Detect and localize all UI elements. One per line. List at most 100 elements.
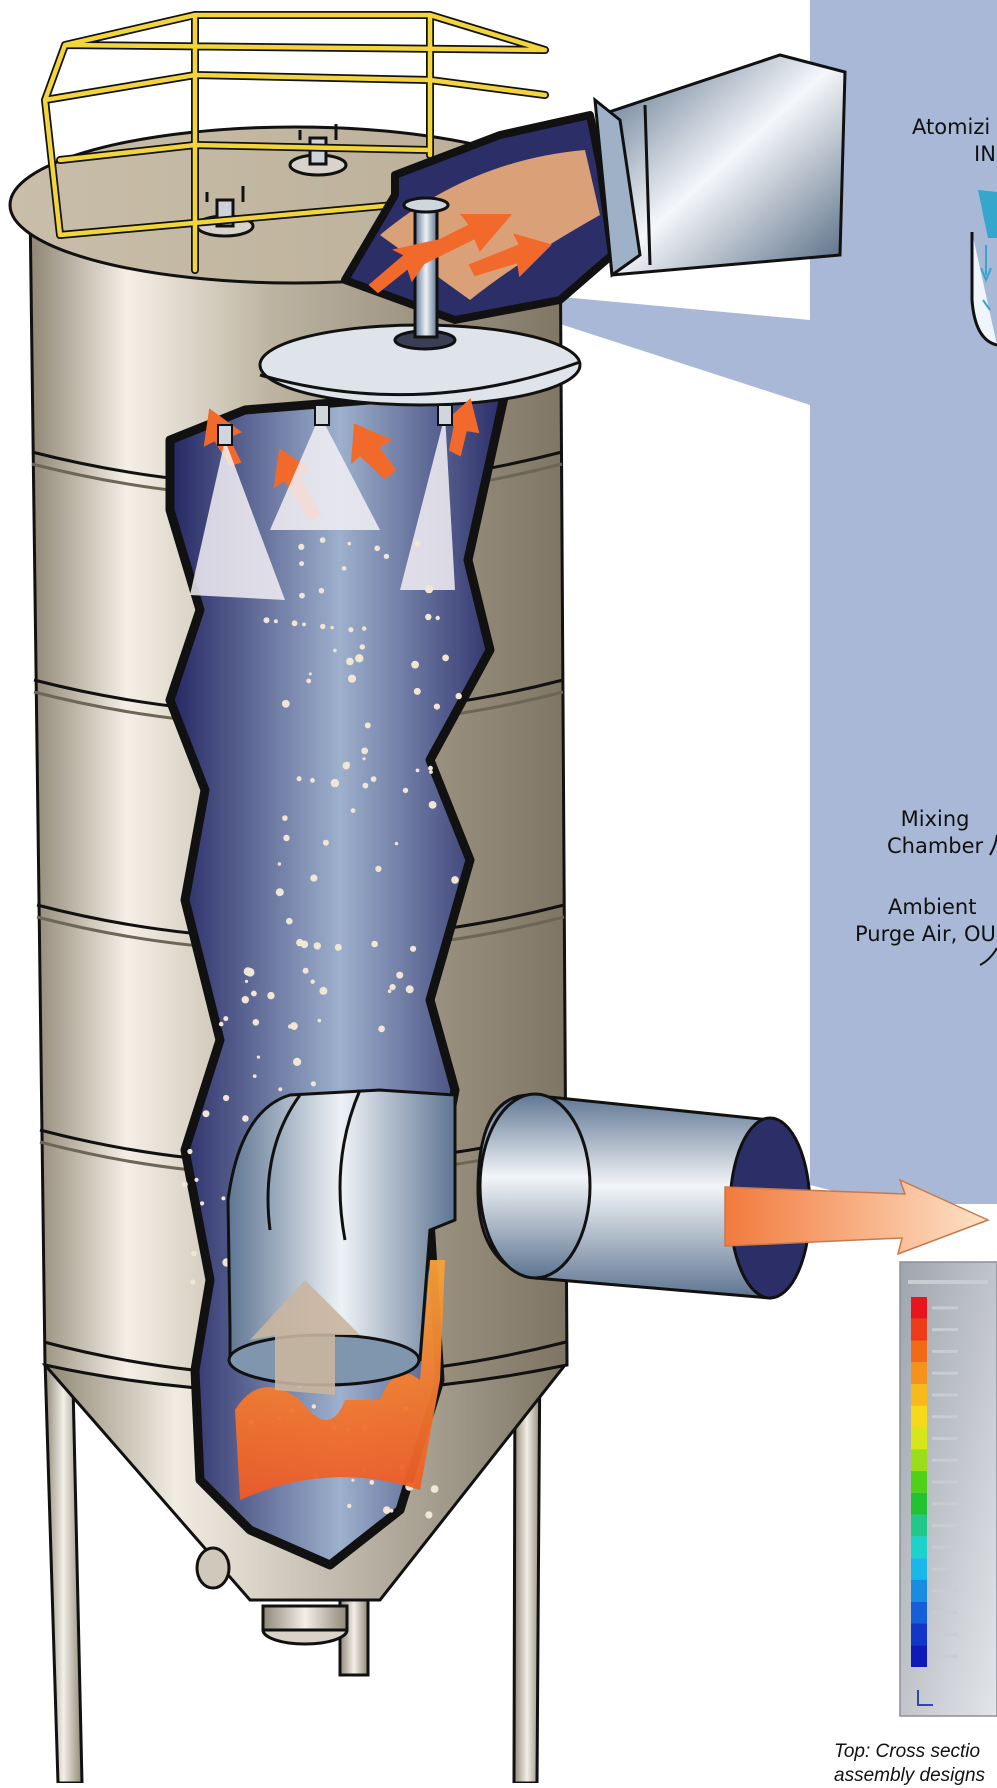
droplet	[351, 808, 356, 813]
legend-swatch	[911, 1341, 927, 1363]
droplet	[363, 783, 369, 789]
droplet	[320, 537, 326, 543]
droplet	[361, 748, 368, 755]
legend-swatch	[911, 1602, 927, 1624]
droplet	[330, 626, 333, 629]
droplet	[200, 1201, 204, 1205]
legend-header-placeholder	[908, 1280, 988, 1284]
droplet	[251, 991, 257, 997]
legend-swatch	[911, 1536, 927, 1558]
droplet	[253, 1074, 257, 1078]
droplet	[348, 542, 352, 546]
droplet	[221, 1196, 225, 1200]
droplet	[331, 779, 339, 787]
droplet	[293, 1058, 301, 1066]
droplet	[203, 1110, 210, 1117]
legend-swatch	[911, 1471, 927, 1493]
droplet	[429, 801, 437, 809]
droplet	[390, 984, 396, 990]
legend-swatch	[911, 1558, 927, 1580]
droplet	[283, 835, 289, 841]
droplet	[264, 617, 270, 623]
droplet	[442, 655, 449, 662]
droplet	[346, 658, 354, 666]
legend-tick-text-placeholder	[932, 1524, 958, 1527]
legend-tick-text-placeholder	[932, 1350, 958, 1353]
droplet	[345, 762, 350, 767]
side-port	[197, 1548, 229, 1588]
droplet	[434, 704, 440, 710]
legend-swatch	[911, 1428, 927, 1450]
legend-swatch	[911, 1406, 927, 1428]
droplet	[303, 968, 309, 974]
droplet	[245, 980, 248, 983]
droplet	[378, 1026, 385, 1033]
droplet	[429, 770, 433, 774]
figure-caption: Top: Cross sectio assembly designs	[834, 1740, 985, 1788]
droplet	[416, 769, 420, 773]
droplet	[219, 1022, 224, 1027]
legend-tick-text-placeholder	[932, 1306, 958, 1309]
droplet	[371, 941, 378, 948]
legend-swatch	[911, 1493, 927, 1515]
droplet	[335, 944, 342, 951]
droplet	[355, 654, 363, 662]
droplet	[298, 544, 304, 550]
droplet	[414, 541, 420, 547]
droplet	[360, 644, 365, 649]
legend-swatch	[911, 1319, 927, 1341]
atomizing-inlet-label: Atomizi IN	[912, 114, 996, 168]
droplet	[312, 1404, 316, 1408]
droplet	[383, 1506, 391, 1514]
droplet	[425, 1511, 432, 1518]
droplet	[309, 672, 312, 675]
droplet	[182, 1181, 188, 1187]
droplet	[191, 1251, 197, 1257]
droplet	[365, 722, 371, 728]
droplet	[311, 1081, 316, 1086]
droplet	[310, 875, 317, 882]
droplet	[187, 1149, 192, 1154]
legend-swatch	[911, 1515, 927, 1537]
droplet	[403, 788, 408, 793]
droplet	[291, 1024, 297, 1030]
droplet	[374, 546, 380, 552]
droplet	[223, 1095, 229, 1101]
legend-tick-text-placeholder	[932, 1481, 958, 1484]
legend-tick-text-placeholder	[932, 1415, 958, 1418]
legend-tick-text-placeholder	[932, 1546, 958, 1549]
droplet	[253, 1019, 260, 1026]
droplet	[396, 972, 403, 979]
droplet	[278, 862, 281, 865]
droplet	[414, 688, 421, 695]
legend-tick-text-placeholder	[932, 1655, 958, 1658]
droplet	[431, 1485, 439, 1493]
droplet	[292, 620, 298, 626]
ambient-purge-air-label: Ambient Purge Air, OU	[855, 894, 996, 948]
droplet	[274, 619, 278, 623]
droplet	[319, 588, 325, 594]
droplet	[436, 616, 440, 620]
droplet	[301, 941, 309, 949]
droplet	[299, 561, 304, 566]
legend-swatch	[911, 1645, 927, 1667]
legend-tick-text-placeholder	[932, 1502, 958, 1505]
droplet	[384, 554, 389, 559]
droplet	[318, 1019, 322, 1023]
mixing-chamber-label: Mixing Chamber	[887, 806, 983, 860]
droplet	[371, 776, 377, 782]
droplet	[351, 1479, 354, 1482]
droplet	[257, 1056, 260, 1059]
droplet	[267, 992, 274, 999]
droplet	[410, 946, 416, 952]
droplet	[223, 1016, 228, 1021]
droplet	[363, 757, 366, 760]
legend-tick-text-placeholder	[932, 1568, 958, 1571]
legend-tick-text-placeholder	[932, 1437, 958, 1440]
droplet	[411, 661, 419, 669]
legend-swatch	[911, 1362, 927, 1384]
droplet	[310, 778, 315, 783]
droplet	[375, 866, 381, 872]
legend-tick-text-placeholder	[932, 1589, 958, 1592]
legend-swatch	[911, 1297, 927, 1319]
